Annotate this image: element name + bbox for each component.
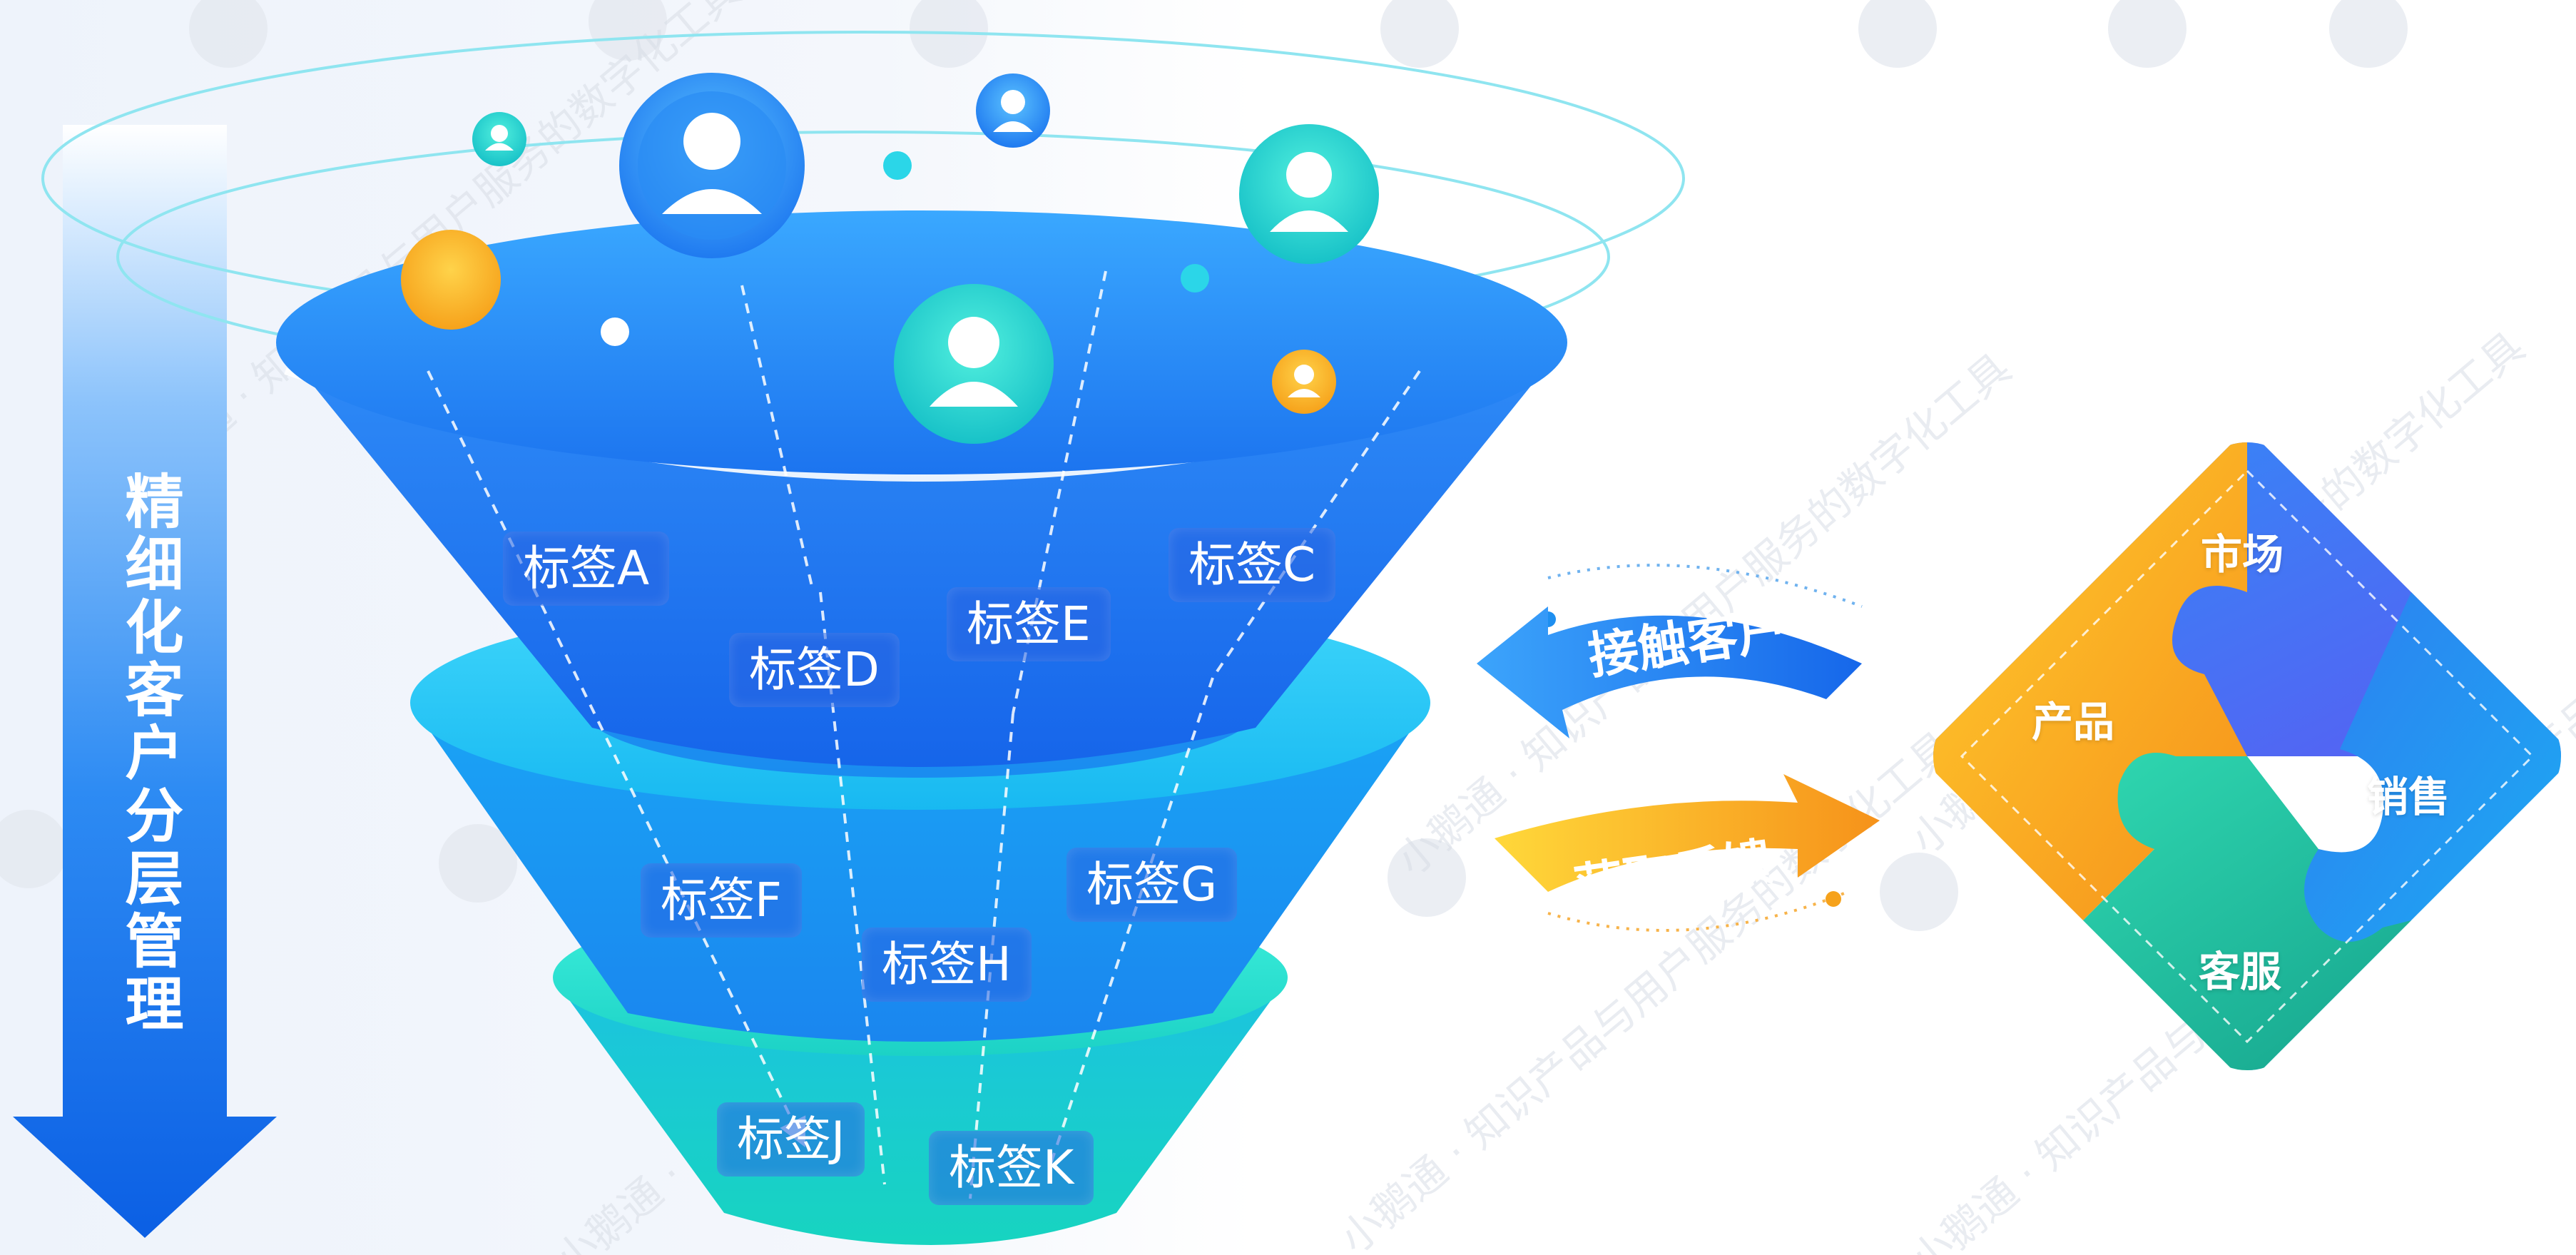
user-avatar-icon bbox=[619, 73, 805, 258]
dot-decoration bbox=[883, 151, 912, 180]
funnel-tag: 标签D bbox=[729, 633, 900, 707]
dot-decoration bbox=[1181, 264, 1209, 293]
vertical-title: 精细化客户分层管理 bbox=[115, 471, 183, 1036]
funnel-tag: 标签E bbox=[947, 587, 1111, 661]
funnel-tag: 标签J bbox=[717, 1102, 865, 1177]
puzzle-diagram bbox=[1933, 442, 2561, 1070]
dot-decoration bbox=[601, 317, 629, 346]
user-avatar-icon bbox=[1239, 124, 1379, 264]
contact-arrow-icon bbox=[1477, 606, 1862, 738]
funnel-tag: 标签G bbox=[1066, 848, 1238, 922]
puzzle-label-service: 客服 bbox=[2199, 947, 2282, 996]
user-avatar-icon bbox=[472, 112, 526, 166]
puzzle-label-sales: 销售 bbox=[2367, 773, 2450, 821]
user-avatar-icon bbox=[976, 73, 1050, 148]
funnel-tag: 标签F bbox=[641, 863, 802, 938]
puzzle-piece-service bbox=[1933, 753, 2411, 1070]
funnel-tag: 标签C bbox=[1169, 528, 1336, 602]
feedback-arrow-icon bbox=[1495, 774, 1880, 892]
yellow-dot-icon bbox=[401, 230, 501, 330]
puzzle-label-market: 市场 bbox=[2201, 530, 2284, 579]
funnel-tag: 标签K bbox=[929, 1131, 1094, 1205]
down-arrow-icon bbox=[13, 125, 277, 1238]
funnel-tag: 标签H bbox=[862, 928, 1032, 1002]
funnel-tag: 标签A bbox=[503, 532, 670, 606]
user-avatar-icon bbox=[1272, 350, 1336, 414]
user-avatar-icon bbox=[894, 284, 1054, 444]
cycle-arrows bbox=[1477, 564, 1880, 932]
puzzle-label-product: 产品 bbox=[2032, 698, 2115, 746]
